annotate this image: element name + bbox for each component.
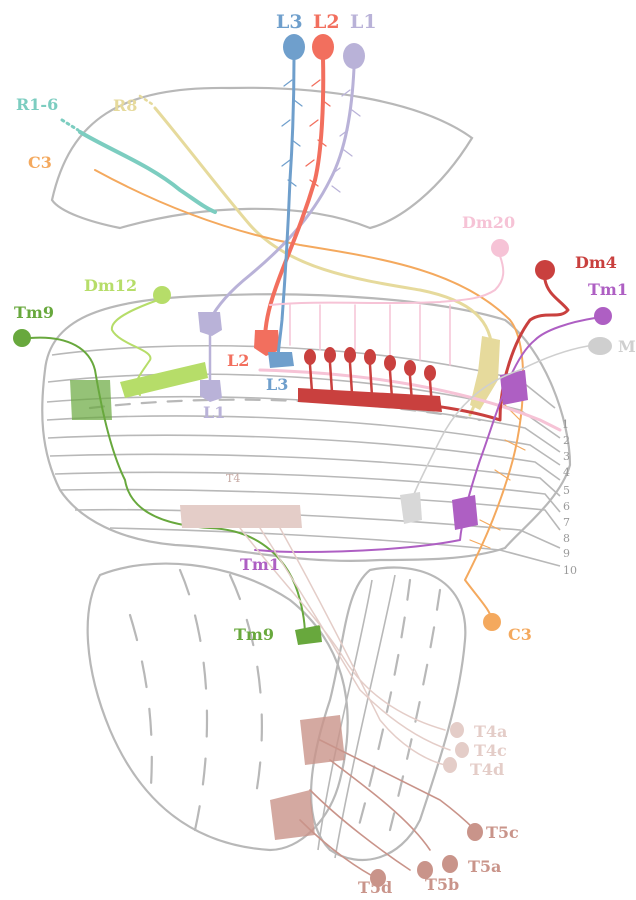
label-mi9: Mi9 xyxy=(618,337,636,356)
label-t5c: T5c xyxy=(486,823,519,842)
r1-6-neuron xyxy=(62,120,215,212)
label-tm1-top: Tm1 xyxy=(588,280,628,299)
label-l2-medulla: L2 xyxy=(227,351,249,370)
label-t4: T4 xyxy=(226,472,240,485)
l3-neuron xyxy=(268,34,305,368)
t4d-cell-body xyxy=(443,757,457,773)
label-t5a: T5a xyxy=(468,857,501,876)
label-l3-medulla: L3 xyxy=(266,375,288,394)
l3-cell-body xyxy=(283,34,305,60)
label-r8: R8 xyxy=(113,96,137,115)
layer-label-3: 3 xyxy=(563,450,570,463)
label-t5b: T5b xyxy=(425,875,459,894)
label-c3-top: C3 xyxy=(28,153,52,172)
t5c-cell-body xyxy=(467,823,483,841)
mi9-cell-body xyxy=(588,337,612,355)
l1-cell-body xyxy=(343,43,365,69)
dm4-cell-body xyxy=(535,260,555,280)
tm9-cell-body xyxy=(13,329,31,347)
label-t4d: T4d xyxy=(470,760,504,779)
layer-label-5: 5 xyxy=(563,484,570,497)
label-t4a: T4a xyxy=(474,722,507,741)
layer-label-9: 9 xyxy=(563,547,570,560)
layer-label-6: 6 xyxy=(563,500,570,513)
lobula-plate-outline xyxy=(311,568,465,860)
medulla-layer-labels: 1 2 3 4 5 6 7 8 9 10 xyxy=(562,418,577,577)
layer-label-7: 7 xyxy=(563,516,570,529)
label-dm20: Dm20 xyxy=(462,213,515,232)
label-t5d: T5d xyxy=(358,878,392,897)
layer-label-2: 2 xyxy=(563,434,570,447)
layer-label-4: 4 xyxy=(563,466,570,479)
label-c3-bottom: C3 xyxy=(508,625,532,644)
label-l2: L2 xyxy=(313,11,340,33)
tm1-cell-body xyxy=(594,307,612,325)
t4a-cell-body xyxy=(450,722,464,738)
label-dm12: Dm12 xyxy=(84,276,137,295)
dm20-cell-body xyxy=(491,239,509,257)
label-dm4: Dm4 xyxy=(575,253,617,272)
label-r1-6: R1-6 xyxy=(16,95,58,114)
label-tm1-bottom: Tm1 xyxy=(240,555,280,574)
layer-label-1: 1 xyxy=(562,418,569,431)
label-l3: L3 xyxy=(276,11,303,33)
layer-label-8: 8 xyxy=(563,532,570,545)
t5a-cell-body xyxy=(442,855,458,873)
label-t4c: T4c xyxy=(474,741,507,760)
label-tm9-bottom: Tm9 xyxy=(234,625,274,644)
t5-neurons xyxy=(270,715,483,887)
layer-label-10: 10 xyxy=(563,564,577,577)
t4c-cell-body xyxy=(455,742,469,758)
label-l1-medulla: L1 xyxy=(203,403,225,422)
c3-cell-body xyxy=(483,613,501,631)
label-l1: L1 xyxy=(350,11,377,33)
label-tm9-top: Tm9 xyxy=(14,303,54,322)
